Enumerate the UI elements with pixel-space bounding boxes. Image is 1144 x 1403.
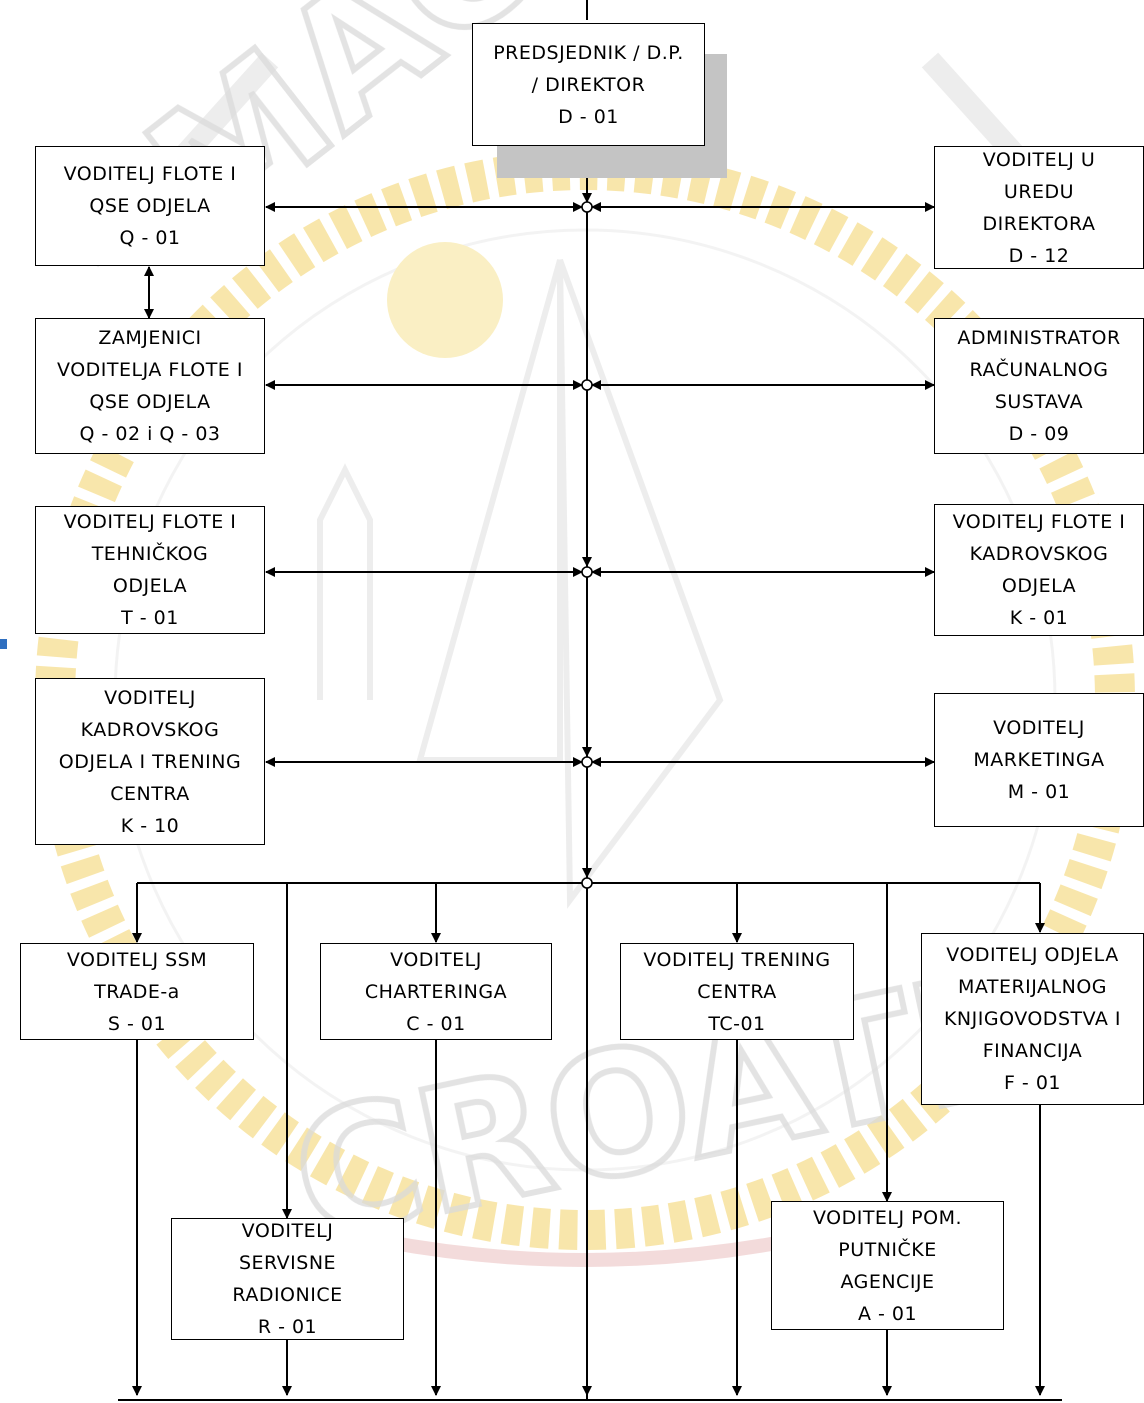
box-line: PREDSJEDNIK / D.P. — [493, 41, 684, 64]
box-line: KNJIGOVODSTVA I — [943, 1008, 1122, 1030]
box-line: DIREKTORA — [982, 212, 1096, 235]
box-line: QSE ODJELA — [89, 391, 211, 413]
training-centre-manager-box: VODITELJ TRENING CENTRA TC-01 — [620, 943, 854, 1040]
box-line: ODJELA — [112, 575, 188, 597]
box-line: VODITELJA FLOTE I — [57, 359, 243, 381]
director-box: PREDSJEDNIK / D.P. / DIREKTOR D - 01 — [472, 23, 705, 146]
box-line: ODJELA — [1001, 575, 1077, 597]
box-line: ADMINISTRATOR — [957, 327, 1121, 349]
box-line: VODITELJ U — [982, 148, 1096, 171]
box-line: R - 01 — [257, 1316, 318, 1338]
box-line: CHARTERINGA — [364, 980, 508, 1003]
box-line: TEHNIČKOG — [91, 543, 209, 565]
box-line: T - 01 — [121, 607, 179, 629]
box-line: TC-01 — [708, 1012, 766, 1035]
box-line: K - 01 — [1009, 607, 1069, 629]
box-line: SERVISNE — [238, 1252, 337, 1274]
box-line: D - 09 — [1008, 423, 1070, 445]
box-line: ZAMJENICI — [98, 327, 202, 349]
box-line: K - 10 — [120, 814, 180, 837]
box-line: VODITELJ SSM — [66, 948, 208, 971]
box-line: VODITELJ — [104, 686, 196, 709]
box-line: VODITELJ — [390, 948, 482, 971]
deputy-fleet-managers-box: ZAMJENICI VODITELJA FLOTE I QSE ODJELA Q… — [35, 318, 265, 454]
box-line: CENTRA — [697, 980, 777, 1003]
system-administrator-box: ADMINISTRATOR RAČUNALNOG SUSTAVA D - 09 — [934, 318, 1144, 454]
fleet-technical-manager-box: VODITELJ FLOTE I TEHNIČKOG ODJELA T - 01 — [35, 506, 265, 634]
box-line: KADROVSKOG — [80, 718, 220, 741]
finance-manager-box: VODITELJ ODJELA MATERIJALNOG KNJIGOVODST… — [921, 933, 1144, 1105]
chartering-manager-box: VODITELJ CHARTERINGA C - 01 — [320, 943, 552, 1040]
box-line: VODITELJ ODJELA — [946, 944, 1119, 966]
box-line: VODITELJ POM. — [812, 1206, 963, 1229]
box-line: RAČUNALNOG — [969, 359, 1109, 381]
box-line: AGENCIJE — [840, 1270, 935, 1293]
fleet-qse-manager-box: VODITELJ FLOTE I QSE ODJELA Q - 01 — [35, 146, 265, 266]
box-line: VODITELJ FLOTE I — [952, 511, 1126, 533]
box-line: / DIREKTOR — [531, 73, 646, 96]
box-line: F - 01 — [1003, 1072, 1062, 1094]
box-line: S - 01 — [107, 1012, 167, 1035]
director-office-manager-box: VODITELJ U UREDU DIREKTORA D - 12 — [934, 146, 1144, 269]
box-line: M - 01 — [1007, 781, 1071, 803]
travel-agency-manager-box: VODITELJ POM. PUTNIČKE AGENCIJE A - 01 — [771, 1201, 1004, 1330]
box-line: KADROVSKOG — [969, 543, 1109, 565]
box-line: A - 01 — [857, 1302, 918, 1325]
marketing-manager-box: VODITELJ MARKETINGA M - 01 — [934, 693, 1144, 827]
box-line: Q - 01 — [119, 227, 181, 249]
box-line: VODITELJ — [993, 717, 1085, 739]
box-line: D - 12 — [1008, 244, 1070, 267]
box-line: SUSTAVA — [994, 391, 1084, 413]
box-line: VODITELJ — [241, 1220, 334, 1242]
box-line: UREDU — [1003, 180, 1075, 203]
service-workshop-manager-box: VODITELJ SERVISNE RADIONICE R - 01 — [171, 1218, 404, 1340]
box-line: TRADE-a — [94, 980, 180, 1003]
ssm-trade-manager-box: VODITELJ SSM TRADE-a S - 01 — [20, 943, 254, 1040]
box-line: VODITELJ FLOTE I — [63, 511, 237, 533]
box-line: MARKETINGA — [973, 749, 1105, 771]
crewing-training-manager-box: VODITELJ KADROVSKOG ODJELA I TRENING CEN… — [35, 678, 265, 845]
edge-marker — [0, 639, 7, 649]
box-line: QSE ODJELA — [89, 195, 211, 217]
box-line: VODITELJ FLOTE I — [63, 163, 237, 185]
box-line: CENTRA — [110, 782, 190, 805]
box-line: PUTNIČKE — [838, 1238, 937, 1261]
box-line: Q - 02 i Q - 03 — [79, 423, 221, 445]
box-line: C - 01 — [406, 1012, 466, 1035]
box-line: MATERIJALNOG — [957, 976, 1108, 998]
box-line: FINANCIJA — [982, 1040, 1083, 1062]
box-line: ODJELA I TRENING — [58, 750, 242, 773]
box-line: RADIONICE — [232, 1284, 343, 1306]
fleet-crewing-manager-box: VODITELJ FLOTE I KADROVSKOG ODJELA K - 0… — [934, 504, 1144, 636]
box-line: D - 01 — [558, 105, 619, 128]
box-line: VODITELJ TRENING — [643, 948, 831, 971]
